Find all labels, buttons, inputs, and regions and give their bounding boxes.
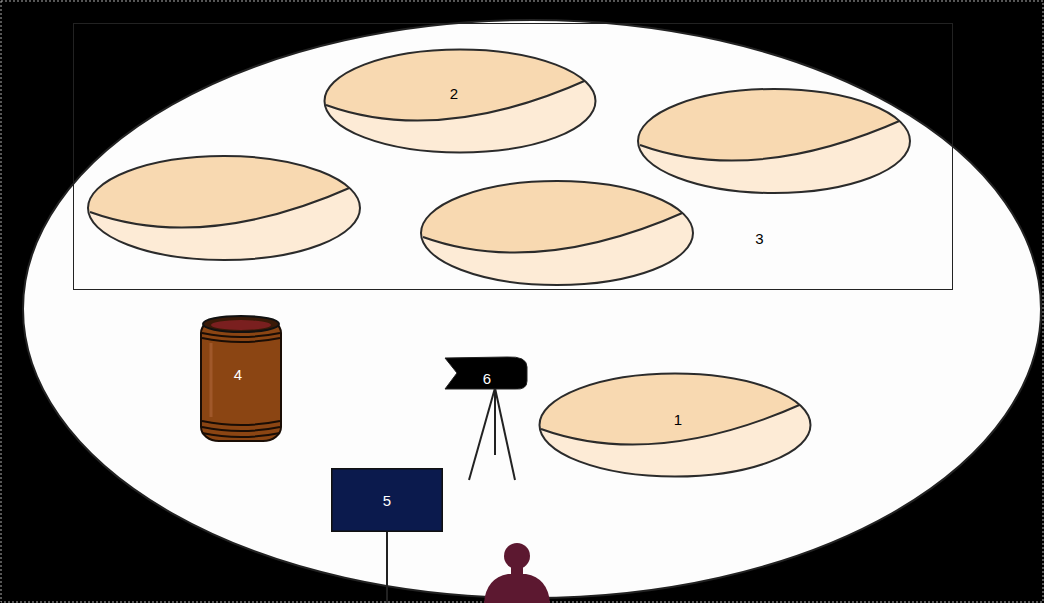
room-floor	[23, 20, 1041, 598]
board-stick	[386, 530, 388, 603]
dish: 1	[538, 372, 812, 478]
dish-shape	[323, 48, 597, 154]
barrel: 4	[197, 313, 285, 447]
dish	[620, 80, 930, 193]
callout-number: 4	[234, 367, 242, 382]
callout-number: 2	[450, 86, 458, 101]
dish	[70, 140, 380, 260]
callout-number: 5	[383, 493, 391, 508]
callout-number: 3	[755, 230, 763, 245]
board: 5	[331, 468, 443, 532]
area-box: 32	[73, 23, 953, 290]
tripod	[469, 388, 515, 480]
person-silhouette	[484, 543, 550, 603]
dish	[400, 170, 710, 285]
dish: 2	[323, 48, 597, 154]
callout-number: 6	[483, 371, 491, 386]
callout-number: 1	[674, 412, 682, 427]
camera-head: 6	[445, 355, 527, 391]
